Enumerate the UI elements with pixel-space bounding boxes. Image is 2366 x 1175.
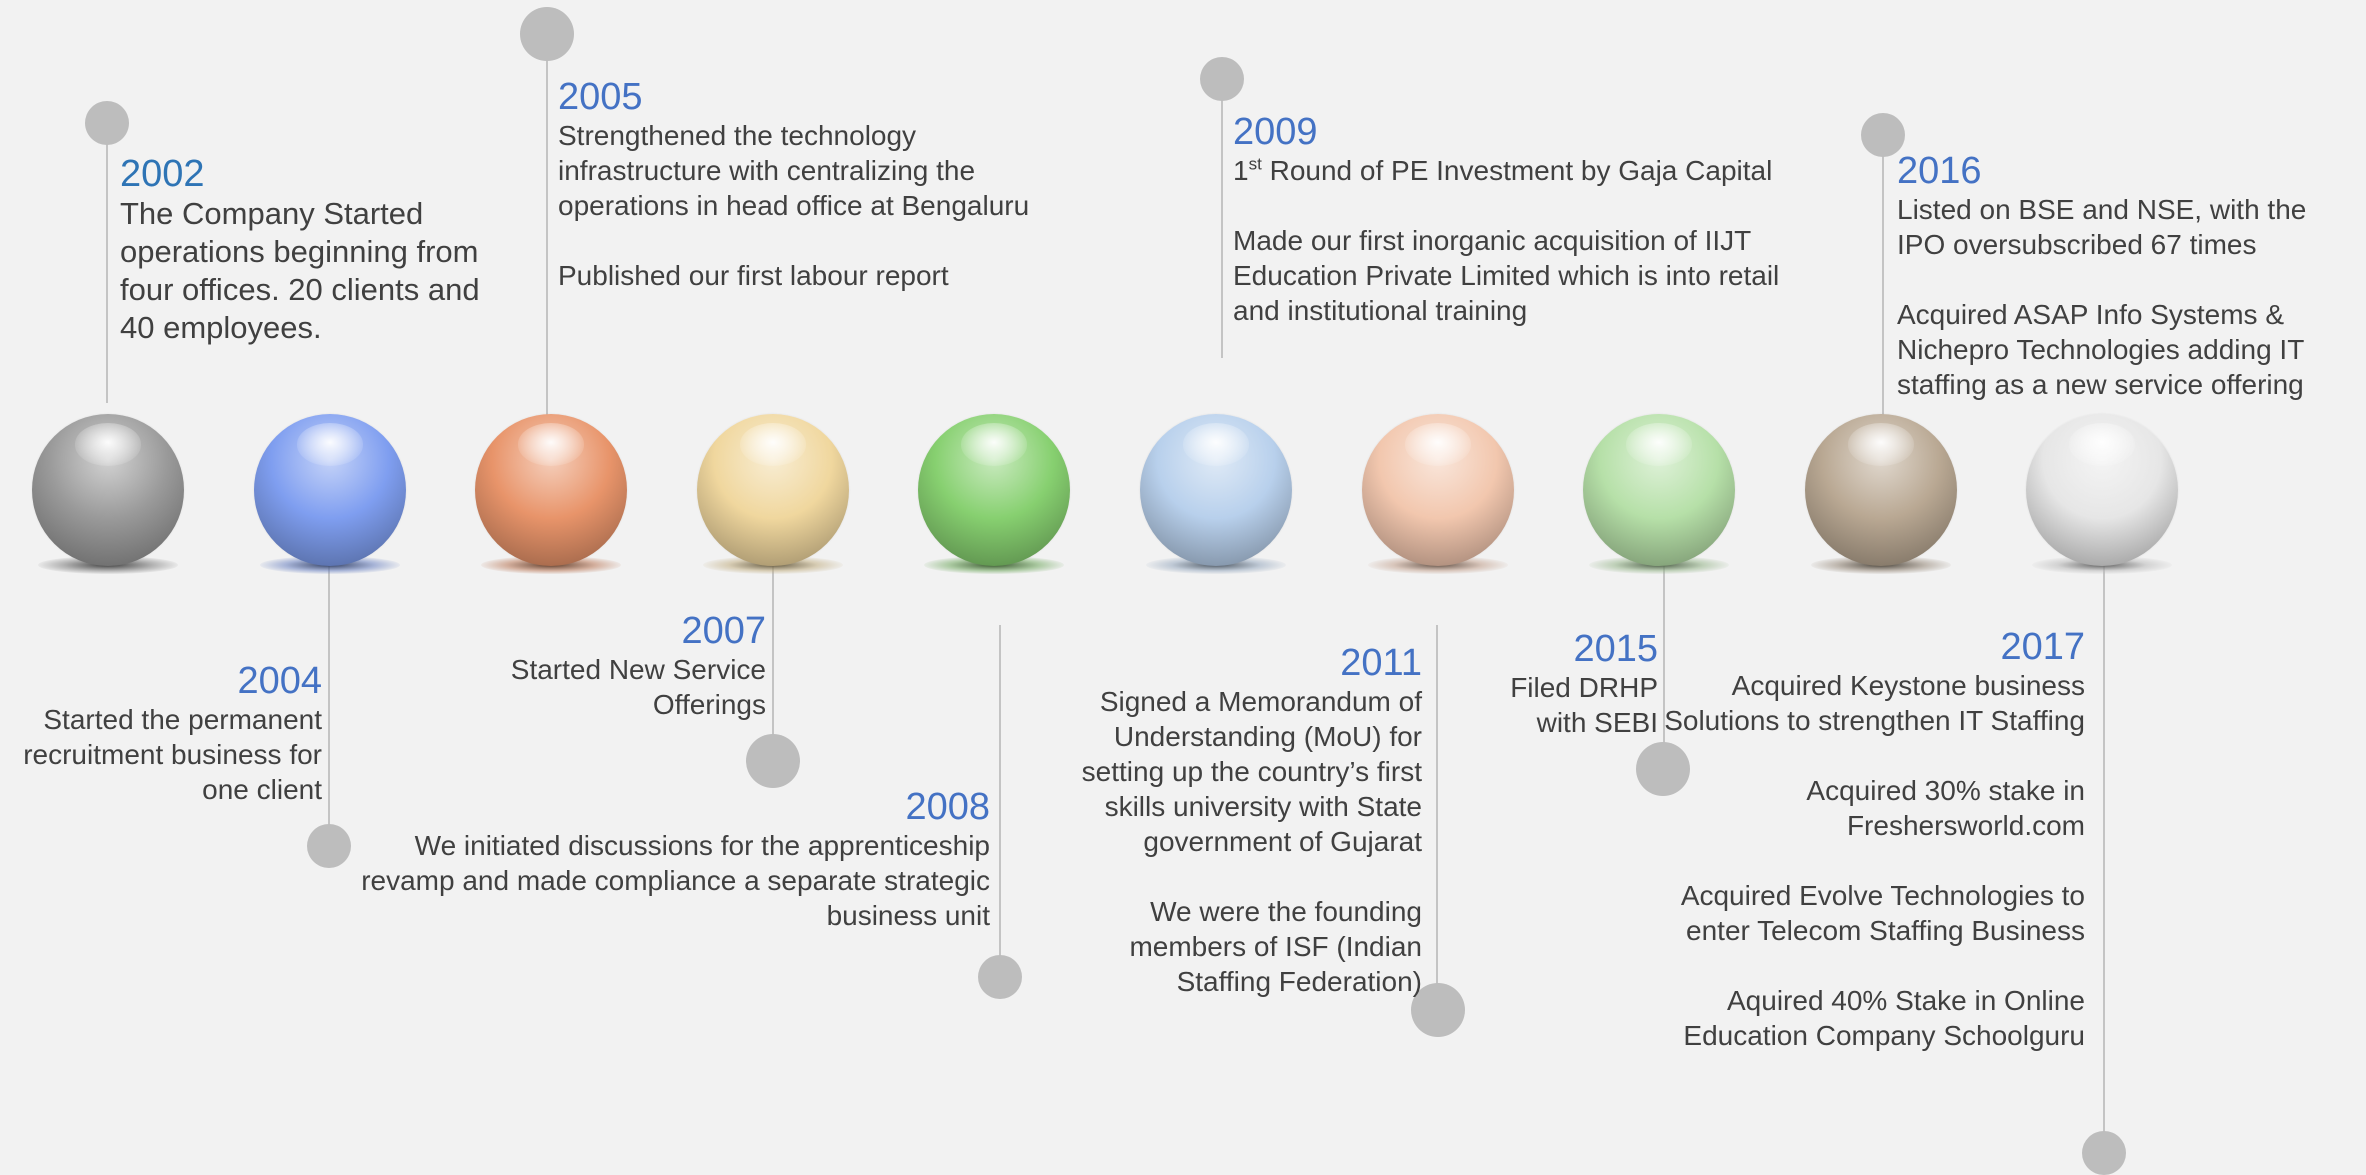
connector-2004 [328,566,330,846]
connector-2007 [772,566,774,761]
year-label: 2015 [1573,628,1658,670]
year-label: 2017 [2000,626,2085,668]
year-label: 2008 [905,786,990,828]
dot-2009 [1200,57,1244,101]
event-text: The Company Started operations beginning… [120,196,480,345]
dot-2005 [520,7,574,61]
event-text: Acquired Keystone business Solutions to … [1664,670,2085,736]
sphere-cream [697,414,849,566]
dot-2011 [1411,983,1465,1037]
sphere-white [2026,414,2178,566]
dot-2016 [1861,113,1905,157]
year-label: 2005 [558,76,643,118]
connector-2005 [546,34,548,418]
event-text: We initiated discussions for the apprent… [361,830,990,931]
event-2002: 2002 The Company Started operations begi… [120,153,500,347]
year-label: 2004 [237,660,322,702]
event-text: We were the founding members of ISF (Ind… [1129,896,1422,997]
sphere-grey [32,414,184,566]
event-text: Made our first inorganic acquisition of … [1233,225,1780,326]
event-text: Started the permanent recruitment busine… [23,704,322,805]
dot-2004 [307,824,351,868]
year-label: 2009 [1233,111,1318,153]
sphere-orange [475,414,627,566]
event-text: Acquired Evolve Technologies to enter Te… [1680,880,2085,946]
event-2007: 2007 Started New Service Offerings [500,610,766,722]
event-text: Aquired 40% Stake in Online Education Co… [1683,985,2085,1051]
event-2008: 2008 We initiated discussions for the ap… [360,786,990,933]
year-label: 2007 [681,610,766,652]
dot-2007 [746,734,800,788]
event-text: Acquired 30% stake in Freshersworld.com [1806,775,2085,841]
event-text: Signed a Memorandum of Understanding (Mo… [1081,686,1422,857]
sphere-light-blue [1140,414,1292,566]
sphere-light-green [1583,414,1735,566]
event-2011: 2011 Signed a Memorandum of Understandin… [1060,642,1422,999]
event-text: Started New Service Offerings [510,654,766,720]
year-label: 2016 [1897,150,1982,192]
connector-2009 [1221,80,1223,358]
event-2005: 2005 Strengthened the technology infrast… [558,76,1058,293]
event-text: Strengthened the technology infrastructu… [558,120,1030,221]
event-2009: 2009 1st Round of PE Investment by Gaja … [1233,111,1793,328]
event-text: Listed on BSE and NSE, with the IPO over… [1897,194,2307,260]
connector-2015 [1663,566,1665,769]
event-text: Acquired ASAP Info Systems & Nichepro Te… [1897,299,2304,400]
year-label: 2011 [1340,642,1422,684]
dot-2008 [978,955,1022,999]
event-text-round: 1st Round of PE Investment by Gaja Capit… [1233,154,1773,186]
sphere-green [918,414,1070,566]
event-2016: 2016 Listed on BSE and NSE, with the IPO… [1897,150,2357,402]
dot-2017 [2082,1131,2126,1175]
sphere-blue [254,414,406,566]
sphere-peach [1362,414,1514,566]
dot-2002 [85,101,129,145]
connector-2011 [1436,625,1438,1010]
connector-2016 [1882,135,1884,418]
event-text: Published our first labour report [558,260,949,291]
connector-2017 [2103,566,2105,1152]
event-2017: 2017 Acquired Keystone business Solution… [1660,626,2085,1053]
event-text: Filed DRHP with SEBI [1510,672,1658,738]
dot-2015 [1636,742,1690,796]
connector-2008 [999,625,1001,977]
year-label: 2002 [120,153,205,195]
event-2004: 2004 Started the permanent recruitment b… [0,660,322,807]
sphere-taupe [1805,414,1957,566]
event-2015: 2015 Filed DRHP with SEBI [1490,628,1658,740]
connector-2002 [106,123,108,403]
